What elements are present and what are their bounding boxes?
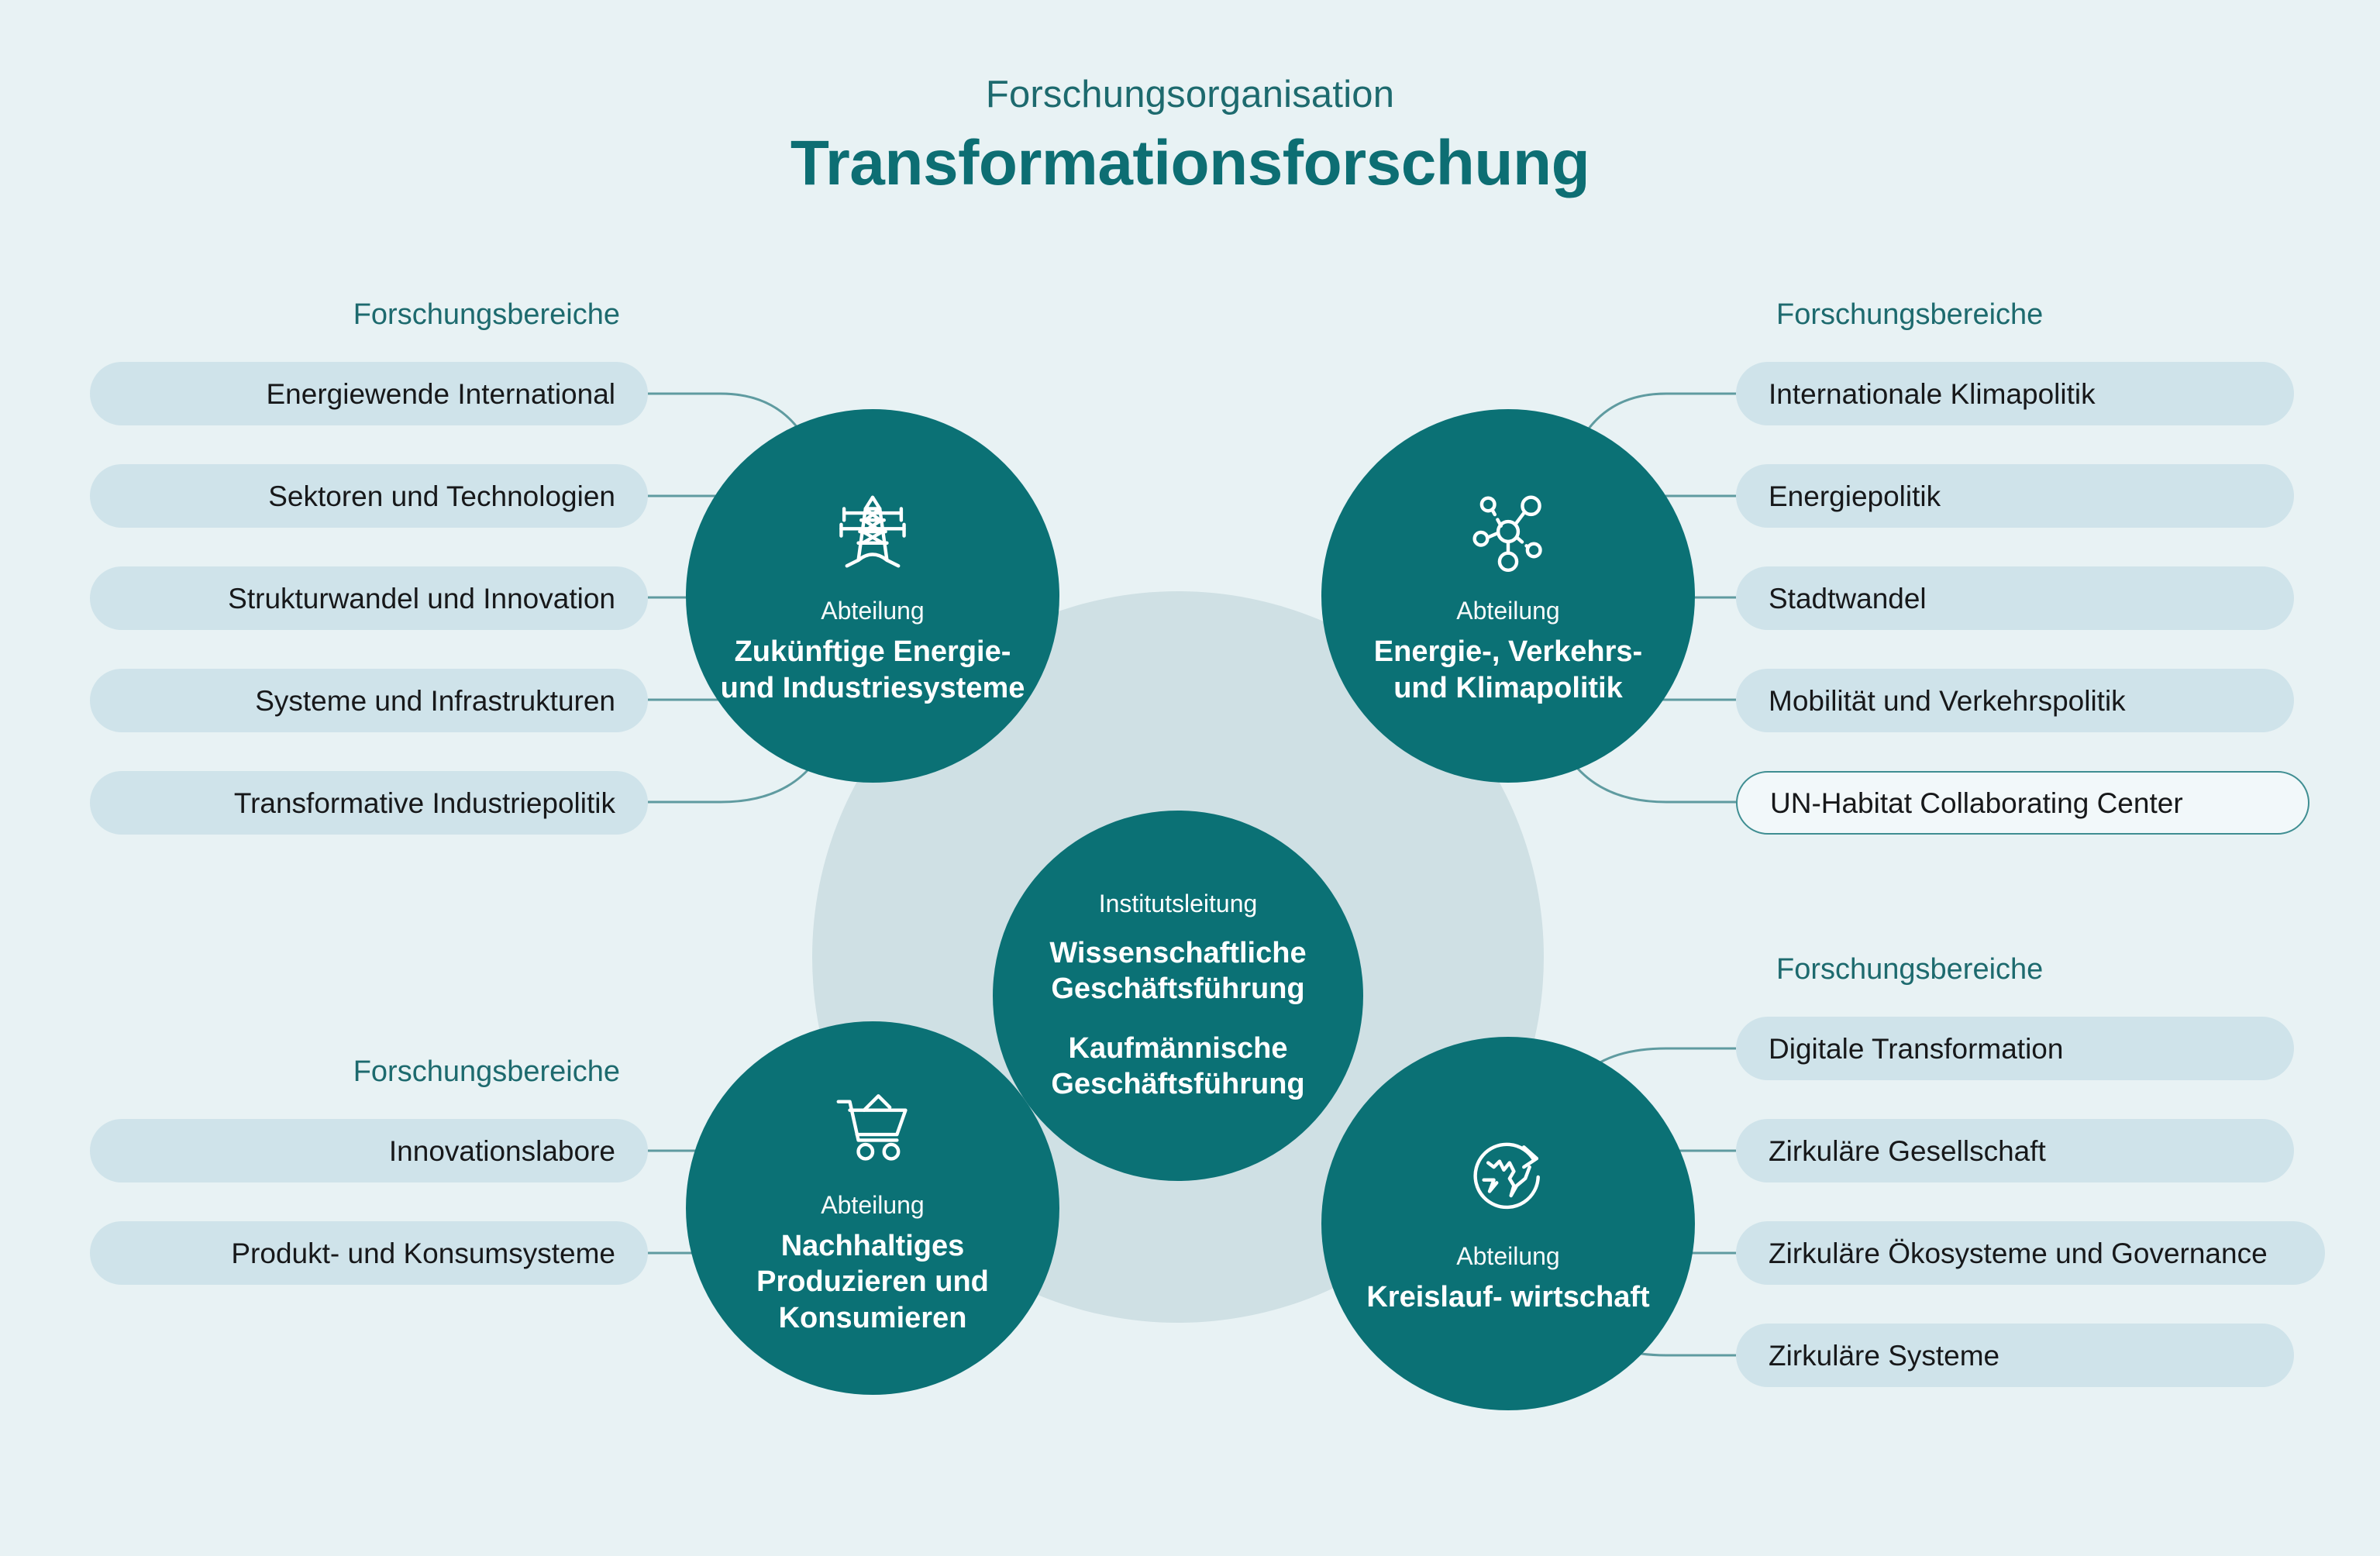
research-area-pill[interactable]: Digitale Transformation <box>1736 1017 2294 1080</box>
research-area-pill[interactable]: Zirkuläre Systeme <box>1736 1324 2294 1387</box>
department-name: Zukünftige Energie- und Industriesysteme <box>720 635 1025 704</box>
research-area-pill[interactable]: Stadtwandel <box>1736 566 2294 630</box>
research-area-label: Stadtwandel <box>1769 582 1927 614</box>
research-area-label: Sektoren und Technologien <box>268 480 615 512</box>
institute-leadership-role: Wissenschaftliche Geschäftsführung <box>1049 936 1307 1006</box>
research-area-label: Zirkuläre Systeme <box>1769 1339 2000 1372</box>
research-area-pill[interactable]: Strukturwandel und Innovation <box>90 566 648 630</box>
institute-leadership-circle[interactable]: Institutsleitung Wissenschaftliche Gesch… <box>993 811 1363 1181</box>
research-area-pill[interactable]: Zirkuläre Ökosysteme und Governance <box>1736 1221 2325 1285</box>
research-area-label: Produkt- und Konsumsysteme <box>231 1237 615 1269</box>
shopping-cart-icon <box>827 1080 918 1172</box>
research-area-pill[interactable]: Zirkuläre Gesellschaft <box>1736 1119 2294 1182</box>
department-kicker: Abteilung <box>821 1190 925 1219</box>
research-area-pill[interactable]: Systeme und Infrastrukturen <box>90 669 648 732</box>
research-area-pill[interactable]: Mobilität und Verkehrspolitik <box>1736 669 2294 732</box>
department-name: Energie-, Verkehrs- und Klimapolitik <box>1373 635 1643 704</box>
research-area-pill[interactable]: Internationale Klimapolitik <box>1736 362 2294 425</box>
column-heading-bottom-left: Forschungsbereiche <box>353 1055 620 1088</box>
department-circle-sustainable-production[interactable]: Abteilung Nachhaltiges Produzieren und K… <box>686 1021 1059 1395</box>
department-circle-circular-economy[interactable]: Abteilung Kreislauf- wirtschaft <box>1321 1037 1695 1410</box>
research-area-pill[interactable]: Innovationslabore <box>90 1119 648 1182</box>
research-area-label: Energiewende International <box>266 377 616 410</box>
research-area-label: Innovationslabore <box>388 1134 615 1167</box>
department-circle-energy-transport-climate[interactable]: Abteilung Energie-, Verkehrs- und Klimap… <box>1321 409 1695 783</box>
institute-leadership-kicker: Institutsleitung <box>1098 889 1258 917</box>
research-area-label: Zirkuläre Ökosysteme und Governance <box>1769 1237 2268 1269</box>
research-area-pill-un-habitat[interactable]: UN-Habitat Collaborating Center <box>1736 771 2309 835</box>
power-pylon-icon <box>827 486 918 577</box>
department-kicker: Abteilung <box>1456 1242 1560 1271</box>
research-area-label: Mobilität und Verkehrspolitik <box>1769 684 2126 717</box>
research-area-pill[interactable]: Transformative Industriepolitik <box>90 771 648 835</box>
research-area-label: Systeme und Infrastrukturen <box>255 684 615 717</box>
research-area-pill[interactable]: Energiewende International <box>90 362 648 425</box>
research-area-label: Strukturwandel und Innovation <box>228 582 615 614</box>
department-name: Kreislauf- wirtschaft <box>1366 1281 1650 1314</box>
research-area-pill[interactable]: Sektoren und Technologien <box>90 464 648 528</box>
research-area-label: Zirkuläre Gesellschaft <box>1769 1134 2046 1167</box>
research-area-label: Transformative Industriepolitik <box>233 787 615 819</box>
institute-leadership-role: Kaufmännische Geschäftsführung <box>1051 1031 1305 1100</box>
research-area-label: UN-Habitat Collaborating Center <box>1770 787 2183 819</box>
department-kicker: Abteilung <box>1456 597 1560 625</box>
research-area-pill[interactable]: Energiepolitik <box>1736 464 2294 528</box>
header: Forschungsorganisation Transformationsfo… <box>0 74 2380 197</box>
column-heading-bottom-right: Forschungsbereiche <box>1776 953 2044 986</box>
department-name: Nachhaltiges Produzieren und Konsumieren <box>756 1230 989 1334</box>
department-kicker: Abteilung <box>821 597 925 625</box>
research-area-label: Internationale Klimapolitik <box>1769 377 2096 410</box>
page-title: Transformationsforschung <box>790 127 1590 198</box>
research-area-pill[interactable]: Produkt- und Konsumsysteme <box>90 1221 648 1285</box>
research-area-label: Digitale Transformation <box>1769 1032 2064 1065</box>
network-nodes-icon <box>1462 486 1554 577</box>
globe-cycle-icon <box>1462 1131 1554 1223</box>
research-area-label: Energiepolitik <box>1769 480 1941 512</box>
eyebrow-label: Forschungsorganisation <box>985 74 1395 115</box>
column-heading-top-left: Forschungsbereiche <box>353 298 620 331</box>
department-circle-future-energy[interactable]: Abteilung Zukünftige Energie- und Indust… <box>686 409 1059 783</box>
column-heading-top-right: Forschungsbereiche <box>1776 298 2044 331</box>
